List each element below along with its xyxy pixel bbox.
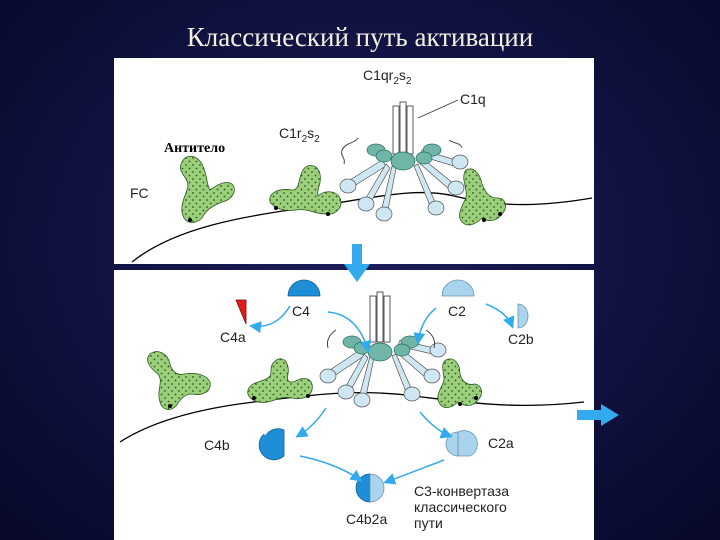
c4-molecule bbox=[287, 279, 321, 297]
c2a-molecule bbox=[457, 430, 478, 457]
c1-complex bbox=[319, 291, 447, 408]
cell-membrane bbox=[119, 391, 585, 443]
label-convertase-2: классического bbox=[414, 499, 507, 515]
right-arrow-icon[interactable] bbox=[575, 402, 621, 428]
antibody-1 bbox=[147, 351, 211, 410]
c1-complex bbox=[339, 101, 469, 222]
label-c4b2a: C4b2a bbox=[346, 511, 387, 527]
label-c2: C2 bbox=[448, 303, 466, 319]
label-c4: C4 bbox=[292, 303, 310, 319]
label-fc: FC bbox=[130, 185, 149, 201]
label-c1q: C1q bbox=[460, 91, 486, 107]
label-c4b: C4b bbox=[204, 437, 230, 453]
c2b-fragment bbox=[517, 303, 529, 329]
label-c1r2s2: C1r2s2 bbox=[279, 125, 320, 145]
c2-molecule bbox=[441, 279, 475, 297]
label-c1qr2s2: C1qr2s2 bbox=[363, 67, 412, 87]
label-c4a: C4a bbox=[220, 329, 246, 345]
label-convertase-3: пути bbox=[414, 515, 443, 531]
c4a-fragment bbox=[235, 299, 247, 325]
slide-title: Классический путь активации bbox=[186, 22, 534, 52]
antibody-2 bbox=[269, 165, 342, 216]
label-c2b: C2b bbox=[508, 331, 534, 347]
antibody-3 bbox=[459, 168, 506, 226]
antibody-1 bbox=[180, 155, 235, 223]
down-arrow-icon bbox=[344, 244, 370, 282]
antibody-2 bbox=[247, 358, 313, 403]
antibody-3 bbox=[437, 358, 482, 408]
label-antibody: Антитело bbox=[164, 141, 225, 156]
label-c2a: C2a bbox=[488, 435, 514, 451]
bottom-diagram-panel: C4 C2 C4a C2b C4b C2a C4b2a C3-конвертаз… bbox=[114, 270, 594, 540]
cell-membrane bbox=[131, 191, 593, 263]
top-diagram-panel: C1qr2s2 C1q C1r2s2 Антитело FC bbox=[114, 58, 594, 264]
label-convertase-1: C3-конвертаза bbox=[414, 483, 509, 499]
c4b2a-convertase bbox=[355, 473, 385, 503]
